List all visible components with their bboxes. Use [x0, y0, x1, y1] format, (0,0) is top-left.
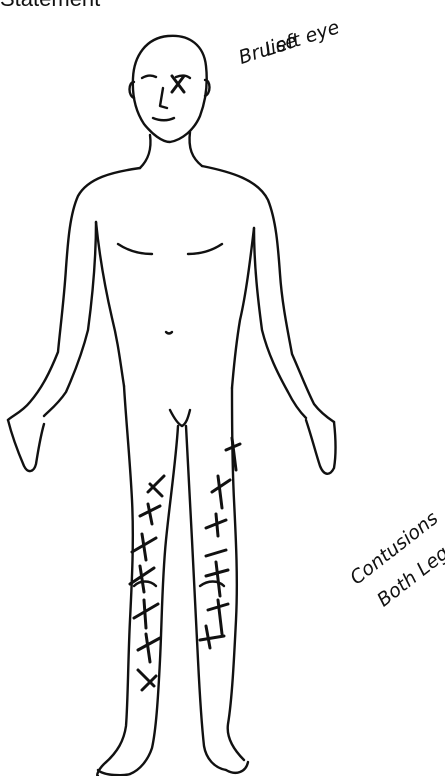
bruise-mark: [172, 76, 184, 92]
left-leg-outer: [97, 386, 133, 776]
contusion-mark-left-leg: [130, 566, 154, 592]
left-foot: [98, 770, 130, 775]
left-inner-arm: [44, 222, 96, 416]
contusion-mark-left-leg: [132, 534, 156, 560]
contusion-mark-left-leg: [138, 670, 156, 690]
navel: [166, 332, 172, 334]
right-hand: [8, 420, 44, 471]
left-leg-inner: [130, 426, 178, 774]
right-knee: [200, 582, 224, 587]
left-shoulder-arm-outer: [8, 168, 140, 420]
neck-left: [140, 135, 151, 168]
head-outline: [133, 36, 207, 142]
nose: [160, 88, 167, 108]
contusion-mark-left-leg: [134, 600, 158, 628]
right-foot: [226, 762, 248, 773]
contusion-mark-right-leg: [206, 514, 226, 536]
right-inner-arm: [254, 228, 306, 418]
contusion-mark-left-leg: [148, 476, 164, 496]
right-pectoral: [188, 244, 222, 254]
contusion-mark-right-leg: [208, 600, 228, 634]
mouth: [153, 118, 174, 120]
left-pectoral: [118, 244, 152, 254]
left-torso-side: [96, 222, 124, 386]
contusion-mark-right-leg: [212, 476, 230, 508]
right-shoulder-arm-outer: [202, 166, 334, 422]
groin: [170, 410, 190, 426]
right-torso-side: [232, 228, 254, 388]
contusion-mark-left-leg: [140, 504, 160, 524]
right-eyebrow: [142, 76, 156, 78]
neck-right: [190, 132, 203, 166]
contusion-mark-right-leg: [206, 562, 228, 596]
contusion-mark-right-leg: [206, 550, 226, 556]
right-leg-inner: [186, 426, 226, 770]
right-leg-outer: [228, 388, 244, 760]
left-hand: [306, 420, 336, 474]
left-knee: [134, 582, 156, 587]
contusion-mark-left-leg: [138, 634, 160, 662]
